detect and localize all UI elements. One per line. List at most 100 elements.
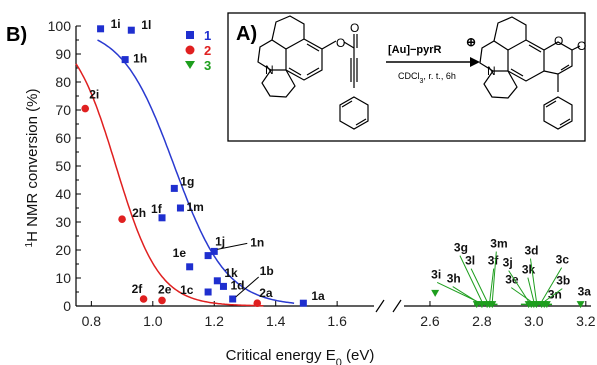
point-label-1b: 1b — [260, 264, 274, 278]
leader-line-3k — [527, 277, 535, 302]
conditions-label: CDCl3, r. t., 6h — [398, 71, 456, 85]
reactant-o-atom: O — [336, 36, 345, 50]
point-label-1a: 1a — [311, 289, 325, 303]
reactant-n-atom: N — [265, 63, 274, 77]
y-tick-label: 50 — [55, 158, 71, 174]
product-structure — [479, 16, 581, 130]
leader-line-1b — [235, 276, 260, 298]
legend-marker-3 — [185, 61, 195, 69]
legend-marker-2 — [185, 45, 195, 55]
point-label-1e: 1e — [173, 246, 187, 260]
leader-line-3f — [489, 268, 495, 302]
leader-line-3e — [510, 287, 532, 303]
leader-line-3d — [529, 258, 537, 302]
leader-line-3l — [470, 268, 488, 302]
product-o-atom: O — [554, 34, 563, 48]
point-label-3l: 3l — [465, 254, 475, 268]
point-label-1i: 1i — [111, 17, 121, 31]
y-tick-label: 60 — [55, 130, 71, 146]
data-point-2a — [253, 299, 262, 308]
legend-label-1: 1 — [204, 28, 211, 43]
data-point-1a — [299, 299, 307, 307]
data-point-1c — [204, 288, 212, 296]
point-label-3i: 3i — [431, 267, 441, 281]
catalyst-charge: ⊕ — [466, 35, 476, 49]
data-point-3i — [431, 289, 440, 297]
point-label-1c: 1c — [180, 283, 194, 297]
leader-line-3b — [543, 288, 563, 303]
reaction-arrow — [386, 57, 480, 67]
x-axis-label: Critical energy E0 (eV) — [226, 347, 375, 365]
data-point-2e — [158, 296, 166, 305]
legend: 123 — [185, 28, 211, 73]
point-label-3j: 3j — [503, 256, 513, 270]
catalyst-label: [Au]−pyrR — [388, 44, 442, 56]
point-label-3k: 3k — [522, 263, 536, 277]
point-label-3h: 3h — [447, 272, 461, 286]
y-tick-label: 100 — [48, 18, 72, 34]
leader-line-3m — [491, 251, 497, 302]
point-label-1d: 1d — [230, 278, 244, 292]
point-label-1k: 1k — [224, 266, 238, 280]
point-label-1h: 1h — [133, 52, 147, 66]
data-point-1f — [158, 214, 166, 222]
x-tick-label: 2.8 — [472, 313, 492, 329]
axis-break-mark — [375, 299, 385, 313]
y-tick-label: 20 — [55, 242, 71, 258]
point-label-1f: 1f — [151, 202, 163, 216]
axis-break-mark — [392, 299, 402, 313]
data-point-1i — [97, 25, 105, 33]
point-label-3d: 3d — [524, 244, 538, 258]
x-tick-label: 2.6 — [420, 313, 440, 329]
panel-label-b: B) — [6, 24, 27, 46]
reactant-carbonyl-o: O — [350, 21, 359, 35]
x-tick-label: 1.4 — [266, 313, 286, 329]
fit-curve-series-1 — [97, 39, 295, 304]
x-tick-label: 1.2 — [205, 313, 225, 329]
reaction-scheme-inset: A) N O O [Au]−pyrR — [227, 12, 586, 142]
point-label-1l: 1l — [141, 18, 151, 32]
data-point-1d — [219, 282, 227, 290]
data-point-3h — [472, 301, 481, 309]
leader-line-3g — [459, 255, 483, 302]
point-label-3c: 3c — [556, 253, 570, 267]
point-label-3a: 3a — [578, 285, 592, 299]
y-tick-label: 90 — [55, 46, 71, 62]
y-tick-label: 80 — [55, 74, 71, 90]
legend-label-2: 2 — [204, 43, 211, 58]
data-point-1e — [186, 263, 194, 271]
product-n-atom: N — [487, 64, 496, 78]
y-tick-label: 70 — [55, 102, 71, 118]
x-tick-label: 1.0 — [143, 313, 163, 329]
leader-line-3c — [541, 267, 563, 302]
x-tick-label: 1.6 — [327, 313, 347, 329]
data-point-2h — [118, 215, 126, 223]
point-label-3f: 3f — [488, 254, 500, 268]
point-label-3b: 3b — [556, 274, 570, 288]
point-label-2h: 2h — [132, 206, 146, 220]
leader-line-3h — [452, 286, 477, 303]
data-points — [81, 25, 585, 309]
data-point-2f — [139, 295, 148, 303]
fit-curve-series-2 — [75, 63, 264, 307]
data-point-1j — [204, 252, 212, 260]
point-label-1j: 1j — [215, 235, 225, 249]
data-point-2i — [81, 104, 90, 113]
x-tick-label: 0.8 — [82, 313, 102, 329]
y-tick-label: 10 — [55, 270, 71, 286]
data-point-1l — [127, 26, 135, 34]
legend-marker-1 — [186, 31, 194, 39]
data-point-3m — [488, 301, 497, 309]
point-label-1n: 1n — [250, 235, 264, 249]
data-point-1n — [210, 247, 218, 255]
data-point-1m — [176, 204, 184, 212]
data-point-1g — [170, 184, 178, 192]
y-tick-label: 40 — [55, 186, 71, 202]
y-tick-label: 0 — [63, 298, 71, 314]
leader-line-3j — [508, 270, 530, 302]
point-label-1m: 1m — [186, 200, 203, 214]
point-label-3n: 3n — [548, 288, 562, 302]
